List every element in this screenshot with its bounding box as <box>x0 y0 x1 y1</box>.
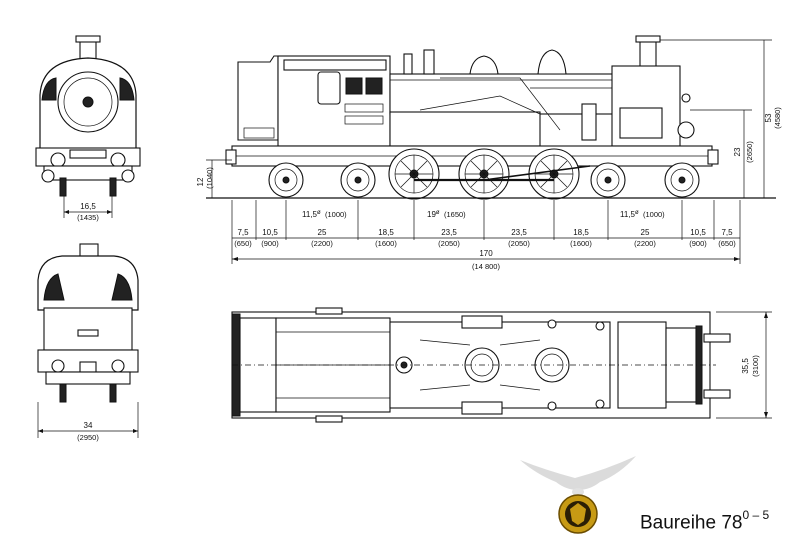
side-view <box>206 35 776 264</box>
side-boiler-height-sub: (2650) <box>745 141 754 163</box>
side-total-height-value: 53 <box>764 113 773 122</box>
driving-wheel-1 <box>388 148 440 200</box>
total-length-value: 170 <box>479 249 493 258</box>
title-superscript: 0 – 5 <box>742 508 770 522</box>
wheel-driving-unit: ø <box>436 210 440 216</box>
driving-wheel-3 <box>528 148 580 200</box>
wheel-small-right-sub: (1000) <box>643 210 665 219</box>
segment-10-sub: (650) <box>718 239 736 248</box>
wheel-small-left-sub: (1000) <box>325 210 347 219</box>
front-view <box>35 35 141 218</box>
wheel-small-left-2 <box>340 162 376 198</box>
wheel-small-left-unit: ø <box>317 210 321 216</box>
rear-width-value: 34 <box>84 421 93 430</box>
svg-text:11,5ø: 11,5ø <box>302 210 321 219</box>
side-left-height-value: 12 <box>196 177 205 186</box>
segment-2-sub: (900) <box>261 239 279 248</box>
wheel-small-right-value: 11,5 <box>620 210 636 219</box>
wheel-small-left-value: 11,5 <box>302 210 318 219</box>
drawing-title: Baureihe 780 – 5 <box>640 508 770 534</box>
reichsbahn-seal-icon <box>558 494 598 534</box>
top-width-value: 35,5 <box>741 358 750 374</box>
segment-9-value: 10,5 <box>690 228 706 237</box>
segment-8-value: 25 <box>641 228 650 237</box>
wheel-dia-small-left: 11,5ø (1000) <box>302 210 347 219</box>
wheel-small-right <box>590 162 626 198</box>
total-length-sub: (14 800) <box>472 262 500 271</box>
svg-text:11,5ø: 11,5ø <box>620 210 639 219</box>
segment-1-sub: (650) <box>234 239 252 248</box>
wheel-dia-driving: 19ø (1650) <box>427 210 466 219</box>
side-boiler-height-value: 23 <box>733 147 742 156</box>
title-main: Baureihe 78 <box>640 512 743 534</box>
front-gauge-sub: (1435) <box>77 213 99 222</box>
segment-6-value: 23,5 <box>511 228 527 237</box>
wheel-dia-small-right: 11,5ø (1000) <box>620 210 665 219</box>
segment-7-sub: (1600) <box>570 239 592 248</box>
wheel-small-right-unit: ø <box>635 210 639 216</box>
driving-wheel-2 <box>458 148 510 200</box>
rear-width-sub: (2950) <box>77 433 99 442</box>
top-width-sub: (3100) <box>751 355 760 377</box>
segment-8-sub: (2200) <box>634 239 656 248</box>
front-gauge-value: 16,5 <box>80 202 96 211</box>
segment-5-sub: (2050) <box>438 239 460 248</box>
segment-7-value: 18,5 <box>573 228 589 237</box>
eagle-watermark-icon <box>520 456 636 496</box>
segment-5-value: 23,5 <box>441 228 457 237</box>
top-view <box>231 307 772 423</box>
segment-9-sub: (900) <box>689 239 707 248</box>
segment-2-value: 10,5 <box>262 228 278 237</box>
segment-6-sub: (2050) <box>508 239 530 248</box>
svg-text:19ø: 19ø <box>427 210 440 219</box>
segment-10-value: 7,5 <box>721 228 733 237</box>
wheel-driving-sub: (1650) <box>444 210 466 219</box>
segment-4-sub: (1600) <box>375 239 397 248</box>
segment-3-value: 25 <box>318 228 327 237</box>
wheel-small-right-2 <box>664 162 700 198</box>
side-total-height-sub: (4580) <box>773 107 782 129</box>
segment-1-value: 7,5 <box>237 228 249 237</box>
rear-view <box>37 243 139 438</box>
side-left-height-sub: (1040) <box>205 167 214 189</box>
segment-3-sub: (2200) <box>311 239 333 248</box>
wheel-driving-value: 19 <box>427 210 436 219</box>
wheel-small-left <box>268 162 304 198</box>
segment-4-value: 18,5 <box>378 228 394 237</box>
